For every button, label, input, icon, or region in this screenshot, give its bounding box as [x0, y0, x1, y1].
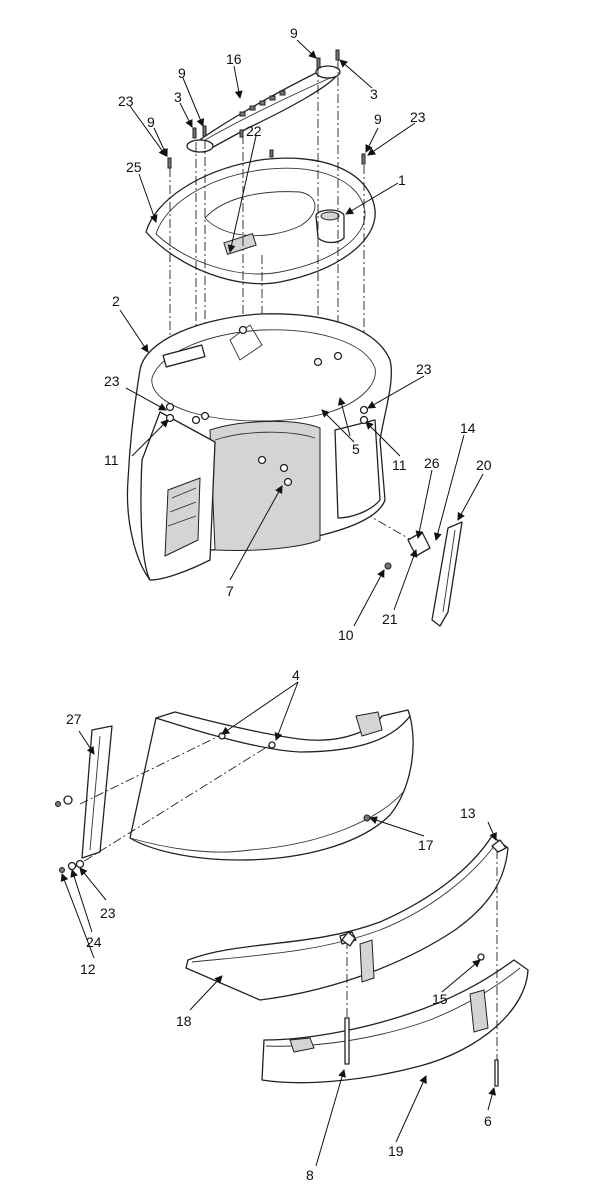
callout-4: 4: [292, 667, 300, 683]
base-shroud: [261, 959, 529, 1084]
callout-23: 23: [416, 361, 432, 377]
callout-8: 8: [306, 1167, 314, 1183]
callout-17: 17: [418, 837, 434, 853]
callout-23: 23: [100, 905, 116, 921]
callout-24: 24: [86, 934, 102, 950]
callout-16: 16: [226, 51, 242, 67]
callout-5: 5: [352, 441, 360, 457]
callout-10: 10: [338, 627, 354, 643]
callout-14: 14: [460, 420, 476, 436]
callout-26: 26: [424, 455, 440, 471]
callout-labels: 9 3 16 9 3 23 9 9 23 22 25 1 2 23 23 11 …: [66, 25, 492, 1183]
callout-19: 19: [388, 1143, 404, 1159]
callout-20: 20: [476, 457, 492, 473]
main-housing: [126, 313, 393, 581]
callout-13: 13: [460, 805, 476, 821]
callout-18: 18: [176, 1013, 192, 1029]
callout-6: 6: [484, 1113, 492, 1129]
callout-7: 7: [226, 583, 234, 599]
top-cover-plate: [145, 157, 376, 285]
fastener-screws: [167, 49, 366, 169]
callout-11: 11: [392, 457, 407, 473]
alignment-lines-lower: [69, 737, 498, 1062]
fasteners-lower: [55, 732, 507, 1087]
callout-12: 12: [80, 961, 96, 977]
callout-25: 25: [126, 159, 142, 175]
callout-3: 3: [370, 86, 378, 102]
leader-lines: [60, 39, 497, 1167]
upper-shroud: [129, 709, 414, 861]
callout-22: 22: [246, 123, 262, 139]
callout-23: 23: [104, 373, 120, 389]
callout-21: 21: [382, 611, 398, 627]
callout-2: 2: [112, 293, 120, 309]
callout-27: 27: [66, 711, 82, 727]
callout-23: 23: [118, 93, 134, 109]
callout-11: 11: [104, 452, 119, 468]
callout-9: 9: [374, 111, 382, 127]
handle-part: [186, 65, 341, 153]
callout-23: 23: [410, 109, 426, 125]
callout-9: 9: [147, 114, 155, 130]
washers-upper: [165, 325, 369, 465]
callout-3: 3: [174, 89, 182, 105]
callout-9: 9: [178, 65, 186, 81]
callout-15: 15: [432, 991, 448, 1007]
side-plate: [81, 725, 113, 859]
callout-1: 1: [398, 172, 406, 188]
callout-9: 9: [290, 25, 298, 41]
